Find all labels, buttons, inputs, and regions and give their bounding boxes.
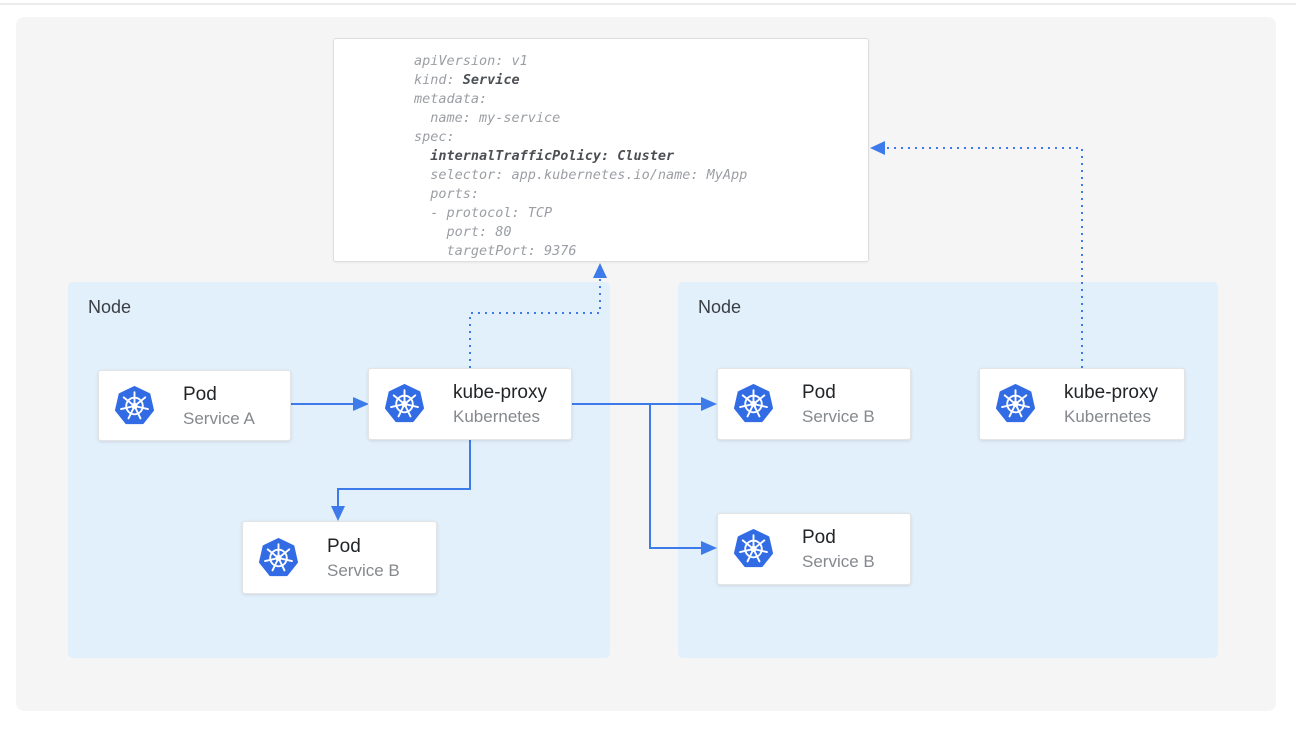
code-line: - protocol: TCP — [414, 205, 553, 221]
card-title: kube-proxy — [1064, 382, 1158, 403]
card-subtitle: Kubernetes — [1064, 407, 1151, 426]
kubernetes-icon — [733, 529, 774, 570]
card-title: kube-proxy — [453, 382, 547, 403]
card-subtitle: Kubernetes — [453, 407, 540, 426]
code-line: internalTrafficPolicy: Cluster — [430, 148, 675, 164]
code-line: apiVersion: v1 — [414, 53, 528, 69]
code-line: port: 80 — [414, 224, 512, 240]
kubernetes-icon — [258, 537, 299, 578]
card-title: Pod — [327, 535, 361, 557]
node-box-left: Node — [68, 282, 610, 658]
card-title: Pod — [802, 382, 836, 403]
card-subtitle: Service B — [327, 560, 400, 580]
pod-card-service-a: Pod Service A — [98, 370, 291, 441]
kubernetes-icon — [995, 384, 1036, 425]
page-top-divider — [0, 3, 1296, 5]
code-line: spec: — [414, 129, 455, 145]
pod-card-service-b-right-top: Pod Service B — [717, 368, 911, 440]
card-title: Pod — [183, 383, 217, 405]
code-line: ports: — [414, 186, 480, 202]
node-label: Node — [698, 297, 742, 317]
pod-card-service-b-right-bottom: Pod Service B — [717, 513, 911, 585]
pod-card-service-b-left: Pod Service B — [242, 521, 437, 594]
node-box-right: Node — [678, 282, 1218, 658]
code-line: kind: Service — [414, 72, 520, 88]
card-subtitle: Service A — [183, 408, 255, 428]
kubernetes-icon — [384, 384, 425, 425]
yaml-code: apiVersion: v1 kind: Service metadata: nam… — [334, 39, 868, 261]
kube-proxy-card-left: kube-proxy Kubernetes — [368, 368, 572, 440]
card-subtitle: Service B — [802, 407, 875, 426]
code-line: targetPort: 9376 — [414, 243, 577, 259]
card-title: Pod — [802, 527, 836, 548]
kubernetes-icon — [733, 384, 774, 425]
kube-proxy-card-right: kube-proxy Kubernetes — [979, 368, 1185, 440]
code-line: selector: app.kubernetes.io/name: MyApp — [414, 167, 748, 183]
card-subtitle: Service B — [802, 552, 875, 571]
node-label: Node — [88, 297, 132, 317]
code-line: name: my-service — [414, 110, 561, 126]
service-yaml-card: apiVersion: v1 kind: Service metadata: nam… — [333, 38, 869, 262]
kubernetes-icon — [114, 385, 155, 426]
code-line: metadata: — [414, 91, 488, 107]
